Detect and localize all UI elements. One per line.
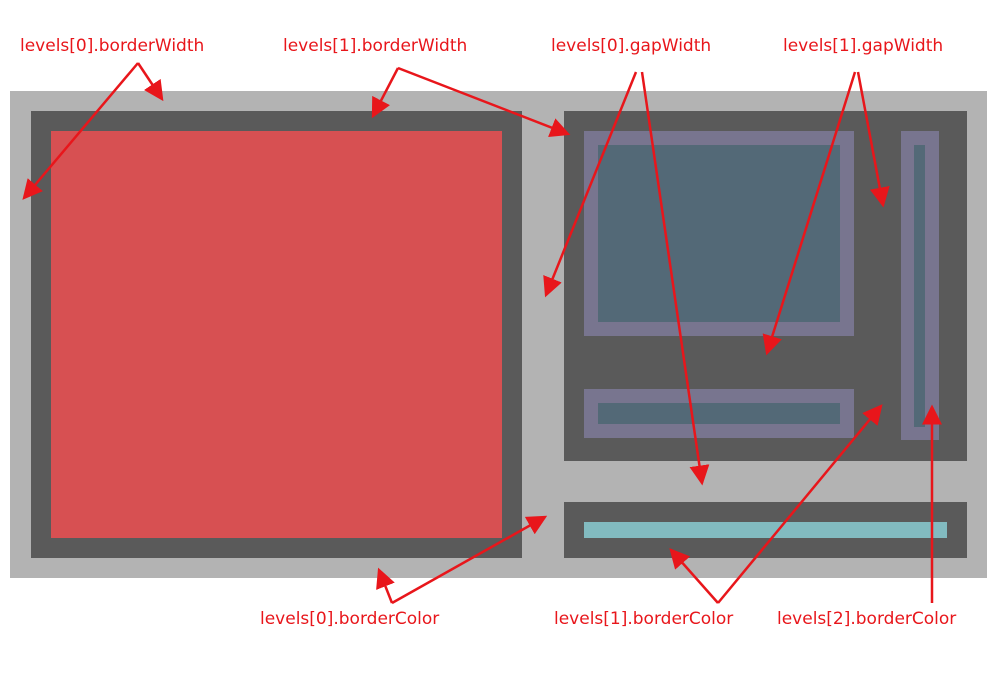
arrow bbox=[22, 62, 139, 200]
arrow bbox=[762, 71, 857, 356]
leaf-wide bbox=[598, 403, 840, 424]
arrow bbox=[136, 62, 164, 102]
label-levels1-gapwidth: levels[1].gapWidth bbox=[783, 36, 944, 56]
leaf-cyan bbox=[584, 522, 947, 538]
arrow bbox=[856, 71, 890, 208]
arrow bbox=[543, 71, 638, 298]
arrow bbox=[376, 567, 395, 604]
label-levels0-borderwidth: levels[0].borderWidth bbox=[20, 36, 205, 56]
arrow bbox=[371, 67, 400, 119]
leaf-large bbox=[598, 145, 840, 322]
arrow bbox=[397, 66, 571, 137]
label-levels1-borderwidth: levels[1].borderWidth bbox=[283, 36, 468, 56]
arrow bbox=[640, 71, 710, 486]
arrow bbox=[391, 515, 548, 605]
arrow bbox=[717, 404, 883, 604]
leaf-tall bbox=[914, 145, 925, 427]
label-levels1-bordercolor: levels[1].borderColor bbox=[554, 609, 734, 629]
label-levels0-bordercolor: levels[0].borderColor bbox=[260, 609, 440, 629]
arrow bbox=[669, 548, 719, 604]
leaf-red bbox=[51, 131, 502, 538]
label-levels0-gapwidth: levels[0].gapWidth bbox=[551, 36, 712, 56]
label-levels2-bordercolor: levels[2].borderColor bbox=[777, 609, 957, 629]
